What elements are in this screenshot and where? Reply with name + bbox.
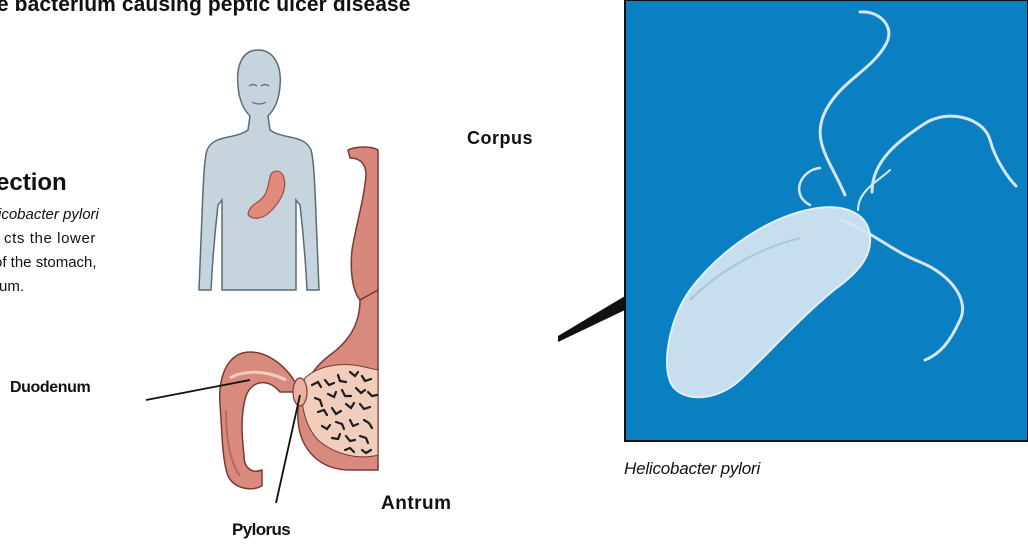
- infection-description-line: cts the lower: [4, 230, 96, 248]
- pylorus-leader-line: [276, 395, 300, 503]
- antrum-label: Antrum: [381, 493, 452, 515]
- infection-heading: ection: [0, 169, 67, 197]
- corpus-label: Corpus: [467, 128, 533, 149]
- infection-description-line: icobacter pylori: [0, 206, 99, 224]
- micrograph-caption: Helicobacter pylori: [624, 459, 760, 479]
- pylorus-label: Pylorus: [232, 520, 290, 540]
- page-title: he bacterium causing peptic ulcer diseas…: [0, 0, 411, 17]
- human-figure-illustration: [199, 50, 319, 290]
- duodenum-label: Duodenum: [10, 379, 90, 397]
- infection-description-line: of the stomach,: [0, 254, 97, 272]
- infection-description-line: rum.: [0, 278, 24, 296]
- micrograph-image: [625, 0, 1028, 441]
- zoom-connector: [558, 296, 625, 342]
